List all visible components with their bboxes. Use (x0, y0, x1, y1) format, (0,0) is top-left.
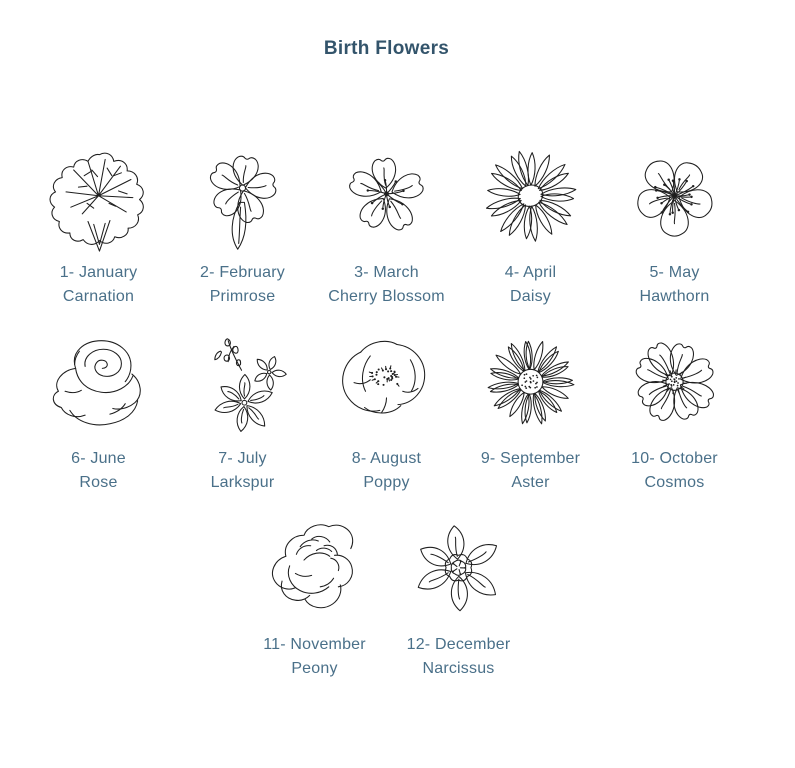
peony-illustration (257, 512, 372, 625)
flower-month-label: 4- April (504, 264, 557, 281)
aster-illustration (473, 326, 588, 439)
rose-illustration (41, 326, 156, 439)
flower-name-label: Larkspur (210, 474, 275, 491)
page-title: Birth Flowers (323, 38, 450, 59)
flower-month-label: 1- January (59, 264, 138, 281)
flower-name-label: Peony (291, 660, 338, 677)
flower-name-label: Cosmos (644, 474, 705, 491)
narcissus-illustration (401, 512, 516, 625)
carnation-illustration (41, 140, 156, 253)
cherry-blossom-illustration (329, 140, 444, 253)
flower-month-label: 3- March (354, 264, 419, 281)
larkspur-illustration (185, 326, 300, 439)
poppy-illustration (329, 326, 444, 439)
flower-name-label: Carnation (62, 288, 135, 305)
flower-month-label: 12- December (406, 636, 511, 653)
flower-name-label: Rose (79, 474, 118, 491)
flower-name-label: Aster (511, 474, 550, 491)
flower-name-label: Primrose (209, 288, 276, 305)
flower-month-label: 9- September (480, 450, 581, 467)
flower-month-label: 2- February (200, 264, 285, 281)
flower-month-label: 8- August (351, 450, 422, 467)
flower-month-label: 11- November (263, 636, 366, 653)
primrose-illustration (185, 140, 300, 253)
flower-month-label: 5- May (649, 264, 700, 281)
hawthorn-illustration (617, 140, 732, 253)
flower-name-label: Daisy (509, 288, 551, 305)
flower-month-label: 7- July (218, 450, 267, 467)
flower-name-label: Poppy (363, 474, 410, 491)
flower-month-label: 10- October (631, 450, 718, 467)
flower-name-label: Hawthorn (639, 288, 710, 305)
daisy-illustration (473, 140, 588, 253)
cosmos-illustration (617, 326, 732, 439)
flower-name-label: Cherry Blossom (328, 288, 445, 305)
flower-month-label: 6- June (71, 450, 126, 467)
flower-name-label: Narcissus (422, 660, 495, 677)
